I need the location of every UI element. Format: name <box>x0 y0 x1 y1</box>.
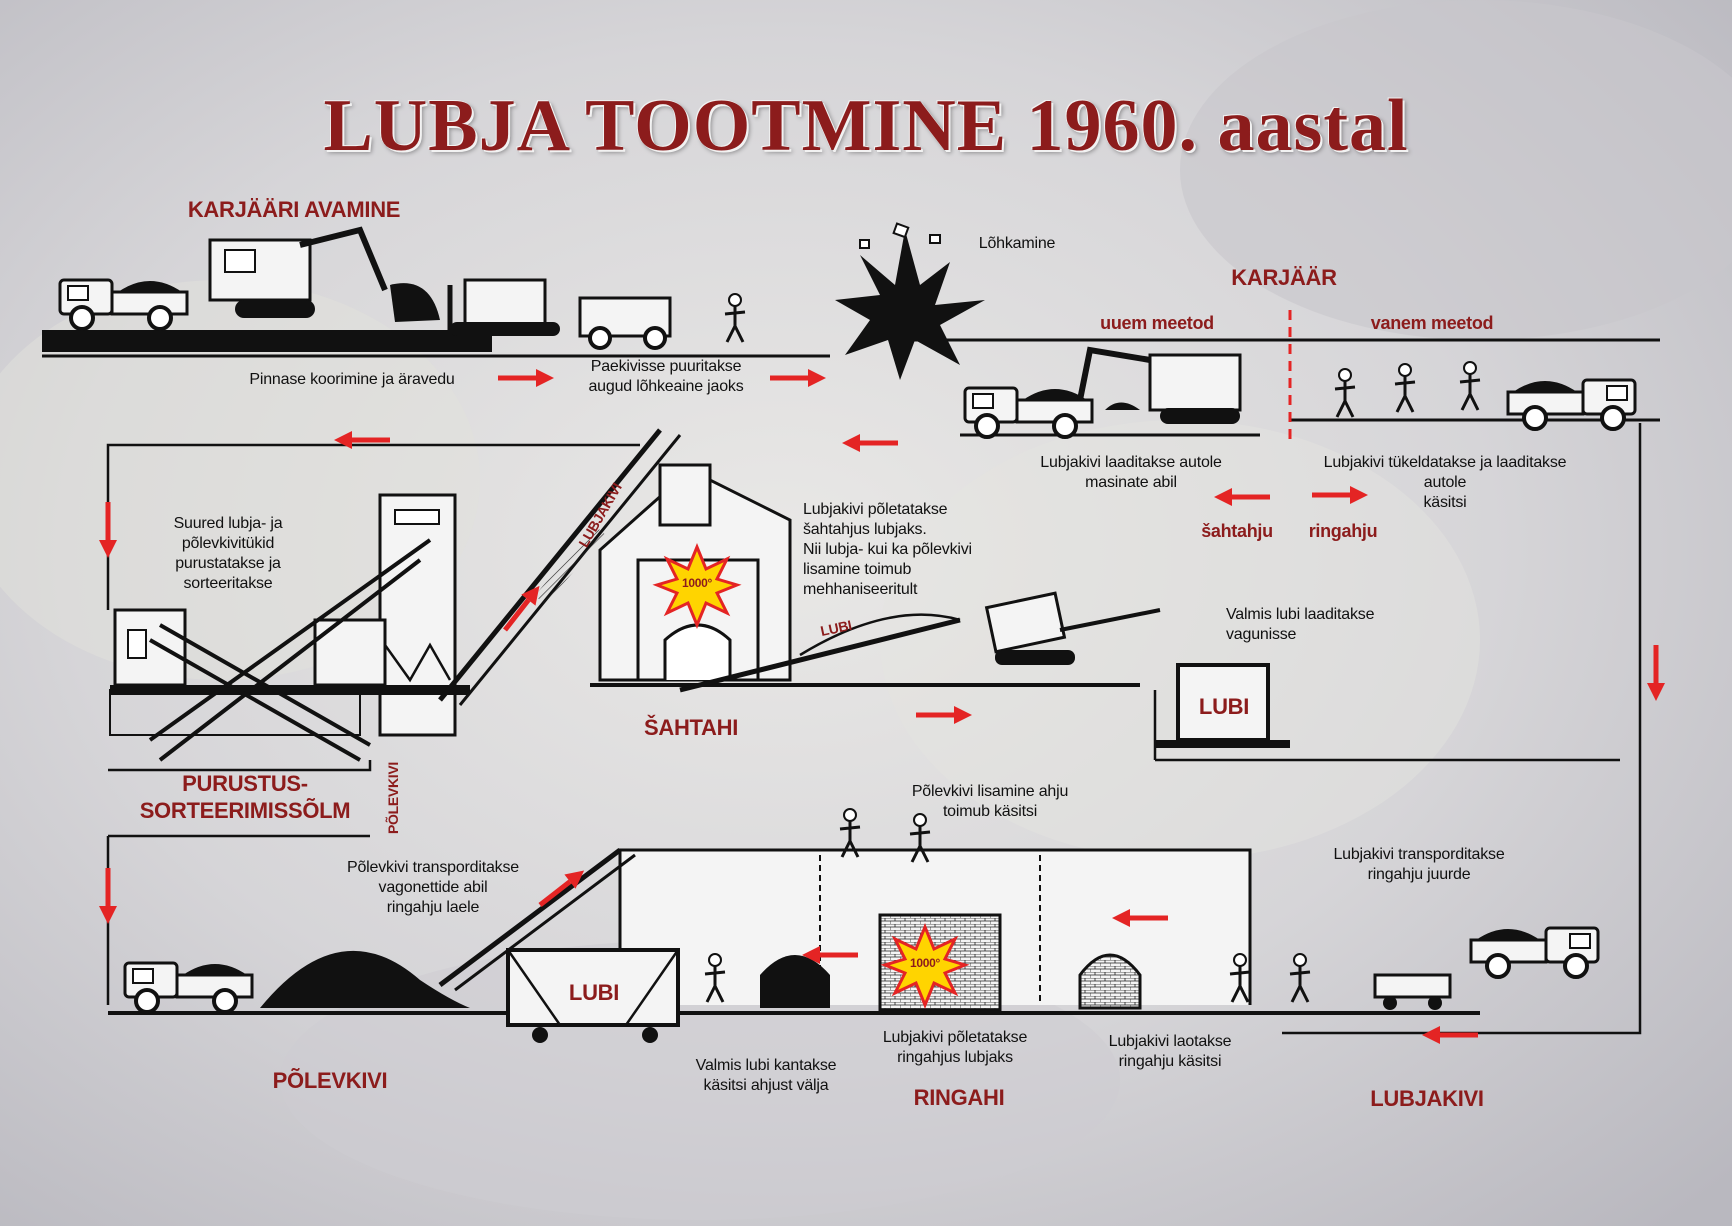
label-to-shaft-kiln: šahtahju <box>1201 521 1273 541</box>
excavator-icon <box>208 226 440 322</box>
note-oil-shale-manual: Põlevkivi lisamine ahju toimub käsitsi <box>911 783 1069 820</box>
label-older-method: vanem meetod <box>1370 313 1494 333</box>
section-title-ring-kiln: RINGAHI <box>913 1085 1005 1110</box>
note-drilling: Paekivisse puuritakse augud lõhkeaine ja… <box>588 358 744 395</box>
section-title-shaft-kiln: ŠAHTAHI <box>643 715 739 740</box>
process-flow-line <box>106 423 1642 1035</box>
note-lime-to-wagon: Valmis lubi laaditakse vagunisse <box>1226 606 1375 643</box>
lime-wagon-ring-icon <box>506 948 680 1043</box>
section-title-crushing: PURUSTUS- SORTEERIMISSÕLM <box>139 771 351 823</box>
oil-shale-conveyor-icon <box>438 848 636 992</box>
page-title: LUBJA TOOTMINE 1960. aastal <box>323 85 1409 167</box>
lime-conveyor-icon <box>679 613 961 693</box>
temperature-ring: 1000° <box>910 956 940 970</box>
lime-wagon-shaft-icon <box>1155 663 1290 748</box>
note-crushing-sorting: Suured lubja- ja põlevkivitükid purustat… <box>173 515 283 592</box>
bulldozer-icon <box>447 278 560 336</box>
label-to-ring-kiln: ringahju <box>1308 521 1378 541</box>
wagon-label-ring: LUBI <box>568 980 620 1005</box>
note-soil-removal: Pinnase koorimine ja äravedu <box>249 371 455 388</box>
conveyor-label-oil-shale: PÕLEVKIVI <box>385 762 401 834</box>
note-ring-burning: Lubjakivi põletatakse ringahjus lubjaks <box>882 1029 1028 1066</box>
quarry-excavator-icon <box>1077 346 1242 424</box>
label-newer-method: uuem meetod <box>1100 313 1214 333</box>
limestone-cart-icon <box>1373 973 1452 1010</box>
section-title-limestone: LUBJAKIVI <box>1370 1086 1484 1111</box>
wagon-label-shaft: LUBI <box>1198 694 1250 719</box>
section-title-quarry: KARJÄÄR <box>1231 265 1337 290</box>
drill-rig-icon <box>578 296 672 350</box>
note-manual-loading: Lubjakivi tükeldatakse ja laaditakse aut… <box>1323 454 1567 511</box>
note-shaft-burning: Lubjakivi põletatakse šahtahjus lubjaks.… <box>803 501 972 598</box>
loader-icon <box>984 591 1161 665</box>
oil-shale-pile-icon <box>260 950 470 1008</box>
section-title-oil-shale: PÕLEVKIVI <box>272 1068 388 1093</box>
note-ring-stacking: Lubjakivi laotakse ringahju käsitsi <box>1108 1033 1232 1070</box>
ground-line-top <box>42 310 1660 440</box>
note-limestone-transport: Lubjakivi transporditakse ringahju juurd… <box>1333 846 1505 883</box>
note-lime-carried-out: Valmis lubi kantakse käsitsi ahjust välj… <box>695 1057 837 1094</box>
temperature-shaft: 1000° <box>682 576 712 590</box>
note-machine-loading: Lubjakivi laaditakse autole masinate abi… <box>1040 454 1222 491</box>
limestone-conveyor-icon <box>438 428 682 706</box>
explosion-icon <box>835 222 985 380</box>
note-blasting: Lõhkamine <box>978 235 1056 252</box>
section-title-quarry-opening: KARJÄÄRI AVAMINE <box>187 197 401 222</box>
note-oil-shale-transport: Põlevkivi transporditakse vagonettide ab… <box>347 859 519 916</box>
